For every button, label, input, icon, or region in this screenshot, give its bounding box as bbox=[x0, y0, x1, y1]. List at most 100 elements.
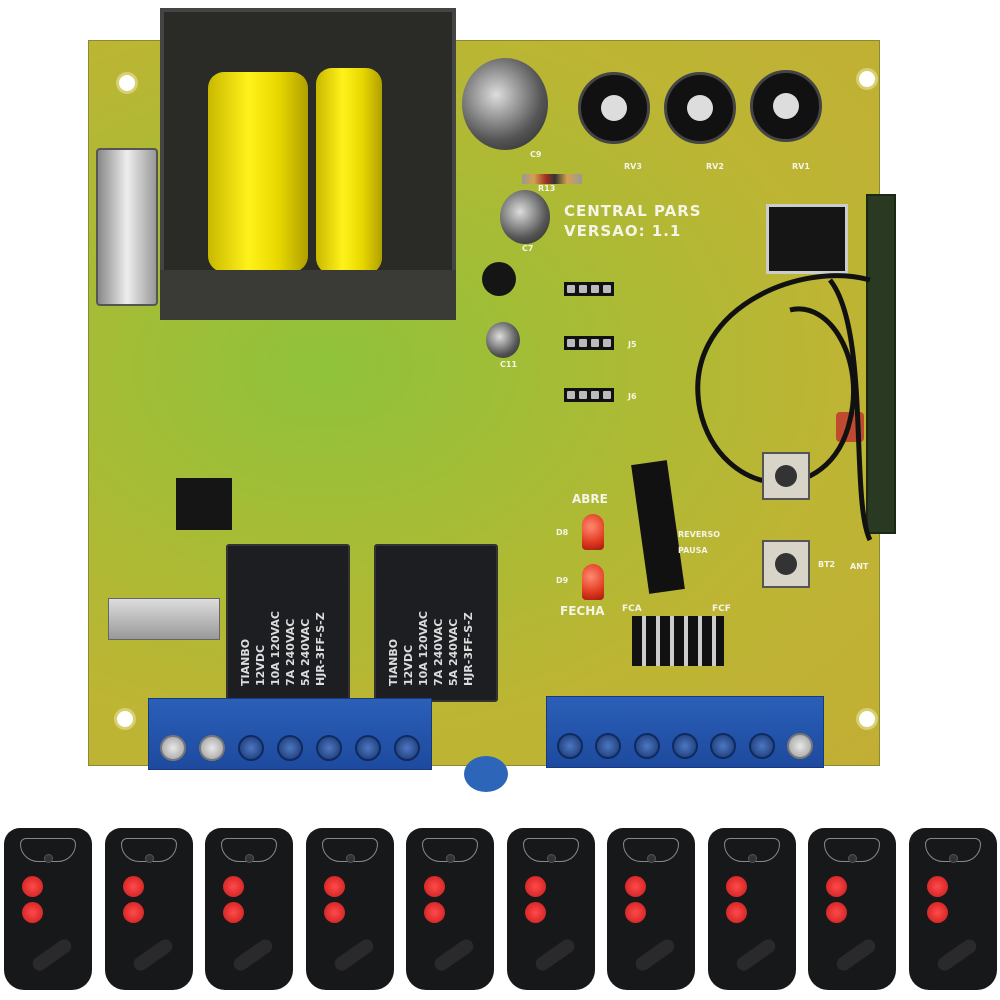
remote-led-icon bbox=[245, 854, 254, 863]
capacitor bbox=[500, 190, 550, 244]
transformer-coil bbox=[208, 72, 308, 272]
remote-button-2[interactable] bbox=[424, 902, 445, 923]
remote-led-icon bbox=[747, 854, 757, 863]
remote-control bbox=[707, 828, 796, 990]
remote-control bbox=[205, 828, 293, 990]
terminal-screw[interactable] bbox=[316, 735, 343, 761]
remote-logo bbox=[733, 936, 778, 974]
cap-label: C9 bbox=[530, 150, 542, 159]
remote-logo bbox=[632, 936, 678, 974]
terminal-screw[interactable] bbox=[786, 733, 813, 759]
remote-button-2[interactable] bbox=[323, 902, 345, 923]
remote-led-icon bbox=[144, 854, 154, 863]
remote-button-2[interactable] bbox=[826, 902, 847, 923]
remote-led-icon bbox=[345, 854, 355, 863]
terminal-screw[interactable] bbox=[671, 733, 698, 759]
terminal-screw[interactable] bbox=[595, 733, 622, 759]
remote-button-1[interactable] bbox=[725, 876, 747, 897]
rf-receiver-module bbox=[866, 194, 896, 534]
remote-logo bbox=[833, 936, 879, 974]
fuse-holder bbox=[96, 148, 158, 306]
remote-button-2[interactable] bbox=[22, 902, 43, 923]
remote-led-icon bbox=[546, 854, 556, 863]
remote-led-icon bbox=[848, 854, 857, 863]
mount-hole bbox=[116, 72, 138, 94]
remote-button-1[interactable] bbox=[323, 876, 345, 897]
terminal-screw[interactable] bbox=[710, 733, 737, 759]
remote-button-2[interactable] bbox=[223, 902, 244, 923]
remote-logo bbox=[431, 936, 477, 974]
remote-logo bbox=[532, 936, 577, 974]
capacitor bbox=[486, 322, 520, 358]
antenna-label: ANT bbox=[850, 562, 869, 571]
terminal-block-left bbox=[148, 698, 432, 770]
potentiometer-rv2[interactable] bbox=[664, 72, 736, 144]
ic-chip bbox=[176, 478, 232, 530]
remote-logo bbox=[331, 936, 376, 974]
terminal-screw[interactable] bbox=[355, 735, 382, 761]
mount-hole bbox=[856, 68, 878, 90]
jumper-header[interactable] bbox=[564, 282, 614, 296]
limit-label: FCF bbox=[712, 604, 731, 614]
terminal-screw[interactable] bbox=[276, 735, 303, 761]
button-label: BT2 bbox=[818, 560, 836, 569]
remote-button-1[interactable] bbox=[424, 876, 445, 897]
remote-logo bbox=[934, 936, 979, 974]
erase-button[interactable] bbox=[762, 540, 810, 588]
terminal-screw[interactable] bbox=[237, 735, 264, 761]
remote-button-2[interactable] bbox=[625, 902, 646, 923]
terminal-screw[interactable] bbox=[394, 735, 421, 761]
terminal-block-right bbox=[546, 696, 824, 768]
remote-control bbox=[406, 828, 494, 990]
learn-button[interactable] bbox=[762, 452, 810, 500]
remote-led-icon bbox=[948, 854, 958, 863]
remote-led-icon bbox=[446, 854, 455, 863]
transistor bbox=[482, 262, 516, 296]
remote-button-1[interactable] bbox=[122, 876, 144, 897]
remote-button-2[interactable] bbox=[926, 902, 948, 923]
terminal-screw[interactable] bbox=[198, 735, 225, 761]
transformer bbox=[160, 8, 456, 320]
remote-button-1[interactable] bbox=[22, 876, 43, 897]
mount-hole bbox=[856, 708, 878, 730]
remote-button-1[interactable] bbox=[223, 876, 244, 897]
terminal-screw[interactable] bbox=[633, 733, 660, 759]
remote-logo bbox=[230, 936, 276, 974]
remote-control bbox=[4, 828, 92, 990]
jumper-label: J6 bbox=[628, 392, 637, 401]
potentiometer-rv1[interactable] bbox=[750, 70, 822, 142]
remote-button-1[interactable] bbox=[524, 876, 546, 897]
resistor bbox=[522, 174, 582, 184]
pot-label: RV1 bbox=[792, 162, 810, 171]
transformer-core bbox=[160, 270, 456, 320]
cap-label: C11 bbox=[500, 360, 518, 369]
remote-control bbox=[506, 828, 595, 990]
jumper-header[interactable] bbox=[564, 388, 614, 402]
remote-logo bbox=[29, 936, 75, 974]
limit-label: FCA bbox=[622, 604, 642, 614]
ic-chip bbox=[766, 204, 848, 274]
led-open-label: ABRE bbox=[572, 492, 608, 506]
led-ref: D9 bbox=[556, 576, 569, 585]
remote-led-icon bbox=[647, 854, 656, 863]
remote-button-2[interactable] bbox=[524, 902, 546, 923]
transformer-coil bbox=[316, 68, 382, 274]
remote-control bbox=[908, 828, 997, 990]
remote-button-1[interactable] bbox=[826, 876, 847, 897]
remote-button-2[interactable] bbox=[725, 902, 747, 923]
option-label: REVERSO bbox=[678, 530, 721, 539]
capacitor bbox=[462, 58, 548, 150]
potentiometer-rv3[interactable] bbox=[578, 72, 650, 144]
pot-label: RV3 bbox=[624, 162, 642, 171]
jumper-header[interactable] bbox=[564, 336, 614, 350]
remote-button-1[interactable] bbox=[625, 876, 646, 897]
remote-button-1[interactable] bbox=[926, 876, 948, 897]
limit-switch-header[interactable] bbox=[632, 616, 724, 666]
led-open bbox=[582, 514, 604, 550]
terminal-screw[interactable] bbox=[159, 735, 186, 761]
resistor-label: R13 bbox=[538, 184, 556, 193]
remote-button-2[interactable] bbox=[122, 902, 144, 923]
terminal-screw[interactable] bbox=[557, 733, 584, 759]
terminal-screw[interactable] bbox=[748, 733, 775, 759]
